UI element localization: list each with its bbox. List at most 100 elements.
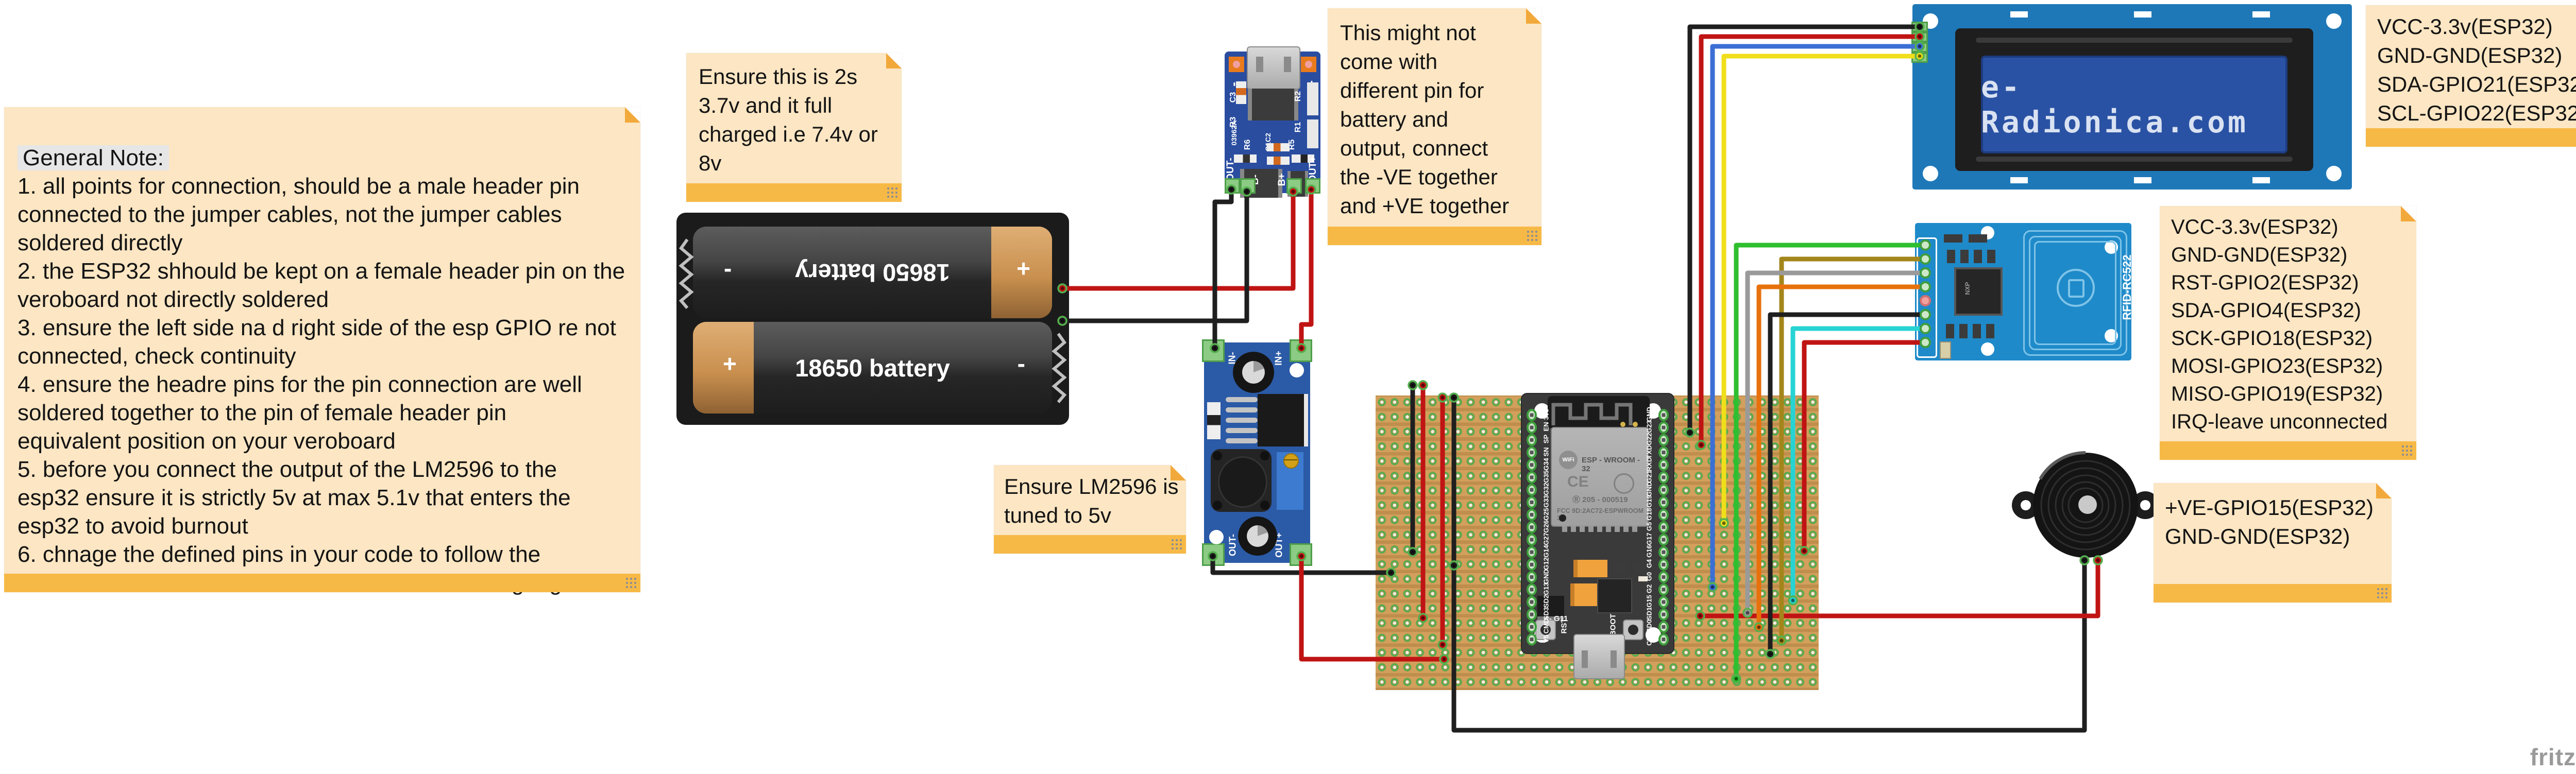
b-plus-pad[interactable] [1286, 178, 1302, 194]
note-charger[interactable]: This might not come with different pin f… [1328, 8, 1541, 245]
resistor [1267, 143, 1290, 151]
antenna-zone [1548, 396, 1650, 428]
wire-end-hole [1918, 25, 1922, 29]
lcd-vcc-wire[interactable] [1699, 34, 1922, 448]
crystal [1940, 341, 1951, 359]
buzzer-center-dot [2078, 495, 2097, 514]
smd-part [1946, 324, 1954, 338]
resize-grip-icon[interactable] [886, 186, 897, 198]
mfrc522-chip: NXP [1954, 267, 2003, 316]
note-text: This might not come with different pin f… [1340, 21, 1510, 218]
trimpot[interactable] [1277, 452, 1303, 510]
esp32-pin-hole [1662, 612, 1666, 616]
battery-spring [1052, 333, 1067, 403]
wire-end-hole [1710, 585, 1715, 589]
resize-grip-icon[interactable] [1171, 538, 1182, 549]
battery-holder[interactable]: 18650 battery - + 18650 battery + - [676, 213, 1069, 425]
esp32-pin-hole [1530, 638, 1534, 642]
rfid-wire-orange[interactable] [1756, 284, 1927, 630]
resize-grip-icon[interactable] [2376, 587, 2387, 598]
lcd-scl-wire[interactable] [1721, 54, 1922, 526]
battery-negative-to-charger-bminus[interactable] [1060, 189, 1249, 323]
solder-tab [2010, 11, 2028, 18]
wire-end-hole [1421, 383, 1425, 387]
note-rfid[interactable]: VCC-3.3v(ESP32) GND-GND(ESP32) RST-GPIO2… [2160, 206, 2416, 460]
note-bar [2154, 584, 2392, 603]
usb-slot [1256, 57, 1263, 72]
note-battery[interactable]: Ensure this is 2s 3.7v and it full charg… [686, 53, 902, 202]
esp32-pin-hole [1530, 600, 1534, 604]
rfid-header-pad[interactable] [1920, 337, 1931, 348]
fritzing-watermark: fritzing [2530, 744, 2576, 770]
rfid-header-pad[interactable] [1920, 267, 1931, 279]
lcd-gnd-wire[interactable] [1687, 24, 1922, 435]
note-regulator[interactable]: Ensure LM2596 is tuned to 5v [994, 465, 1186, 554]
smd-part [1960, 250, 1969, 263]
buzzer-ring [2055, 474, 2116, 536]
esp32-pin-hole [1662, 488, 1666, 492]
note-general[interactable]: General Note:1. all points for connectio… [4, 107, 640, 595]
note-bar [4, 574, 640, 592]
gpio15-to-buzzer-positive[interactable] [1698, 558, 2100, 618]
boot-button[interactable] [1623, 620, 1643, 640]
wire-end-hole [1245, 190, 1249, 194]
lcd-16x2-module[interactable]: e-Radionica.com [1911, 4, 2352, 190]
smd-part [1987, 250, 1995, 263]
tp4056-charger-module[interactable]: - + C3 R3 R2 R1 03962A R6 C1C2 R5 OUT- B… [1225, 46, 1320, 198]
regulator-ldo [1537, 596, 1564, 620]
rfid-header-pad[interactable] [1920, 281, 1931, 293]
esp32-pin-hole [1530, 550, 1534, 554]
regulator-outminus-to-veroboard[interactable] [1210, 554, 1394, 575]
rfid-irq-pad[interactable] [1920, 295, 1931, 306]
solder-tab [2134, 11, 2151, 18]
ground-loop-to-buzzer-negative[interactable] [1451, 558, 2087, 733]
note-lcd[interactable]: VCC-3.3v(ESP32) GND-GND(ESP32) SDA-GPIO2… [2366, 5, 2576, 147]
esp32-pin-hole [1662, 550, 1666, 554]
esp32-pin-hole [1530, 451, 1534, 455]
wire-end-hole [1229, 187, 1233, 192]
usb-uart-chip [1597, 578, 1632, 613]
rfid-header-pad[interactable] [1920, 323, 1931, 334]
rfid-wire-gray[interactable] [1745, 270, 1927, 615]
wire-end-hole [1918, 44, 1922, 48]
output-capacitor [1238, 517, 1277, 556]
wire-end-hole [1060, 319, 1064, 323]
rfid-header-pad[interactable] [1920, 239, 1931, 251]
rfid-header-pad[interactable] [1920, 309, 1931, 320]
esp32-pin-hole [1662, 500, 1666, 504]
rfid-wire-olive[interactable] [1779, 256, 1927, 643]
wire-end-hole [1411, 383, 1415, 387]
note-buzzer[interactable]: +VE-GPIO15(ESP32) GND-GND(ESP32) [2154, 483, 2392, 603]
esp32-pin-hole [1530, 575, 1534, 579]
piezo-buzzer[interactable] [2012, 451, 2159, 558]
mount-hole [1981, 342, 1994, 356]
rfid-header-pad[interactable] [1920, 253, 1931, 265]
wire-end-hole [1722, 521, 1726, 525]
resize-grip-icon[interactable] [1526, 230, 1537, 241]
rfid-rc522-module[interactable]: NXP RFID-RC522 [1915, 223, 2133, 360]
resize-grip-icon[interactable] [2401, 444, 2412, 456]
resize-grip-icon[interactable] [625, 577, 636, 588]
regulator-outplus-to-veroboard[interactable] [1299, 554, 1447, 662]
esp32-pin-hole [1662, 638, 1666, 642]
esp32-micro-usb [1573, 634, 1625, 679]
rfid-wire-red[interactable] [1802, 340, 1927, 554]
lm2596-regulator-module[interactable]: IN- IN+ OUT- OUT+ [1202, 339, 1312, 566]
charger-outminus-to-regulator-inminus[interactable] [1212, 187, 1234, 351]
diode [1207, 402, 1221, 439]
esp32-devkit-board[interactable]: WiFi ESP - WROOM - 32 CE Ⓡ 205 - 000519 … [1521, 393, 1674, 679]
esp32-pin-hole [1530, 588, 1534, 592]
wire-end-hole [1698, 614, 1702, 618]
rfid-wire-green[interactable] [1734, 243, 1927, 681]
rfid-wire-cyan[interactable] [1790, 326, 1927, 603]
rfid-wire-black[interactable] [1768, 312, 1927, 657]
charger-outplus-to-regulator-inplus[interactable] [1299, 187, 1314, 351]
antenna-coil [2023, 230, 2127, 356]
resistor [1267, 157, 1290, 165]
note-bar [994, 535, 1186, 554]
battery-positive-to-charger-bplus[interactable] [1060, 189, 1296, 291]
esp32-pin-hole [1530, 500, 1534, 504]
esp32-pin-hole [1530, 562, 1534, 566]
buzzer-ring [2040, 460, 2131, 551]
lcd-sda-wire[interactable] [1710, 44, 1922, 590]
